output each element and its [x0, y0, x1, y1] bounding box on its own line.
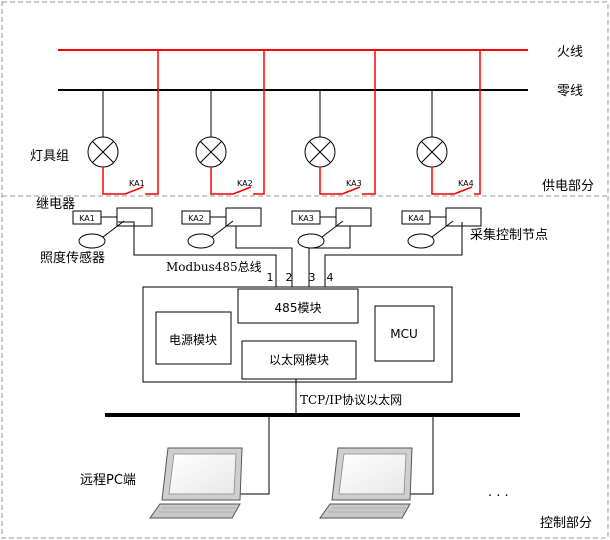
lamp-group-label: 灯具组 — [30, 149, 69, 164]
node-box — [445, 207, 482, 227]
power-module-label: 电源模块 — [169, 333, 217, 347]
power-module-box — [155, 311, 232, 365]
relay-contact-label: KA1 — [129, 179, 145, 188]
relay-contact-label: KA4 — [458, 179, 474, 188]
mcu-label: MCU — [390, 327, 418, 341]
lamp-circuit: KA3 — [304, 50, 376, 195]
bus-port-label: 4 — [327, 271, 334, 284]
lamp-icon — [416, 136, 448, 168]
light-sensor-label: 照度传感器 — [40, 250, 105, 266]
bus-port-label: 3 — [309, 271, 316, 284]
power-section-label: 供电部分 — [542, 179, 594, 194]
relay-nodes: KA1 KA2 KA3 KA4 — [72, 207, 482, 249]
collect-control-node: KA2 — [181, 207, 262, 249]
remote-pc-1 — [149, 447, 243, 519]
bus-port-label: 2 — [286, 271, 293, 284]
live-wire-label: 火线 — [557, 45, 583, 60]
light-sensor-icon — [78, 233, 106, 249]
node-box — [335, 207, 372, 227]
lamp-icon — [87, 136, 119, 168]
bus-port-label: 1 — [267, 271, 274, 284]
module-485-label: 485模块 — [275, 301, 322, 315]
pc1-link — [236, 415, 270, 495]
relay-contact-label: KA2 — [237, 179, 253, 188]
collect-node-label: 采集控制节点 — [470, 227, 548, 243]
light-sensor-icon — [297, 233, 325, 249]
ethernet-module-box — [241, 340, 357, 380]
relay-label: 继电器 — [36, 197, 75, 212]
tcpip-label: TCP/IP协议以太网 — [300, 392, 402, 407]
light-sensor-icon — [407, 233, 435, 249]
ellipsis-label: · · · — [488, 489, 509, 504]
lamp-icon — [304, 136, 336, 168]
remote-pc-label: 远程PC端 — [80, 473, 136, 488]
lamp-circuits: KA1 KA2 KA3 KA4 — [87, 50, 481, 195]
relay-coil-label: KA4 — [408, 214, 424, 223]
lamp-icon — [195, 136, 227, 168]
collect-control-node: KA3 — [291, 207, 372, 249]
lamp-circuit: KA2 — [195, 50, 265, 195]
mcu-box — [374, 305, 435, 362]
remote-pc-2 — [319, 447, 413, 519]
collect-control-node: KA4 — [401, 207, 482, 249]
collect-control-node: KA1 — [72, 207, 153, 249]
control-section-label: 控制部分 — [540, 516, 592, 531]
relay-coil-label: KA1 — [79, 214, 95, 223]
lamp-circuit: KA1 — [87, 50, 159, 195]
bus-wires — [118, 221, 463, 289]
pc2-link — [406, 415, 434, 495]
lamp-circuit: KA4 — [416, 50, 481, 195]
module-485-box — [237, 288, 359, 324]
neutral-wire-label: 零线 — [557, 84, 583, 99]
relay-coil-label: KA2 — [188, 214, 204, 223]
node-box — [225, 207, 262, 227]
modbus-bus-label: Modbus485总线 — [166, 260, 262, 274]
ethernet-module-label: 以太网模块 — [269, 352, 329, 367]
relay-contact-label: KA3 — [346, 179, 362, 188]
light-sensor-icon — [187, 233, 215, 249]
relay-coil-label: KA3 — [298, 214, 314, 223]
